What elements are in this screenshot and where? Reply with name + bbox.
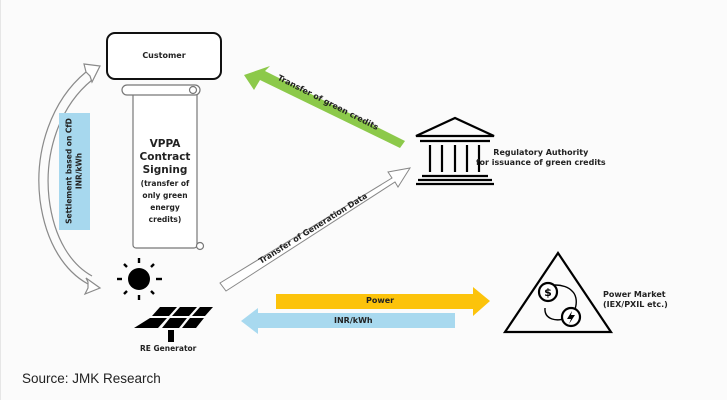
power-arrow [276,287,490,316]
settlement-box [59,113,90,230]
regulatory-building-icon [415,116,495,186]
vppa-title-2: Contract [139,151,191,164]
customer-label: Customer [142,51,186,61]
svg-text:$: $ [544,286,552,299]
regulatory-authority-label: Regulatory Authority for issuance of gre… [476,148,606,167]
settlement-curved-arrow [38,63,102,296]
payment-arrow [241,308,455,334]
vppa-contract-label: VPPA Contract Signing (transfer of only … [132,138,198,224]
green-credits-arrow [244,66,405,148]
vppa-title-1: VPPA [149,138,181,150]
settlement-label: Settlement based on CfD INR/kWh [64,118,84,224]
power-market-line-1: Power Market [603,290,666,299]
solar-panel-icon [134,307,213,342]
payment-label: INR/kWh [334,316,373,325]
power-market-label: Power Market (IEX/PXIL etc.) [603,290,668,309]
power-market-line-2: (IEX/PXIL etc.) [603,299,668,309]
vppa-subtitle-1: (transfer of [140,179,190,189]
scroll-shape [121,84,205,251]
settlement-line-2: INR/kWh [74,152,83,190]
power-label: Power [366,296,395,305]
source-caption: Source: JMK Research [22,371,161,386]
vppa-subtitle-2: only green [142,191,188,201]
vppa-subtitle-4: credits) [148,214,182,224]
re-generator-label: RE Generator [140,344,197,353]
power-market-icon: $ [502,251,614,334]
settlement-line-1: Settlement based on CfD [64,118,74,224]
generation-data-arrow [219,167,412,292]
vppa-title-3: Signing [142,164,188,177]
regulatory-line-2: for issuance of green credits [476,157,606,167]
regulatory-line-1: Regulatory Authority [493,148,589,157]
sun-icon [117,258,162,300]
customer-node: Customer [106,32,222,80]
vppa-subtitle-3: energy [150,202,180,212]
